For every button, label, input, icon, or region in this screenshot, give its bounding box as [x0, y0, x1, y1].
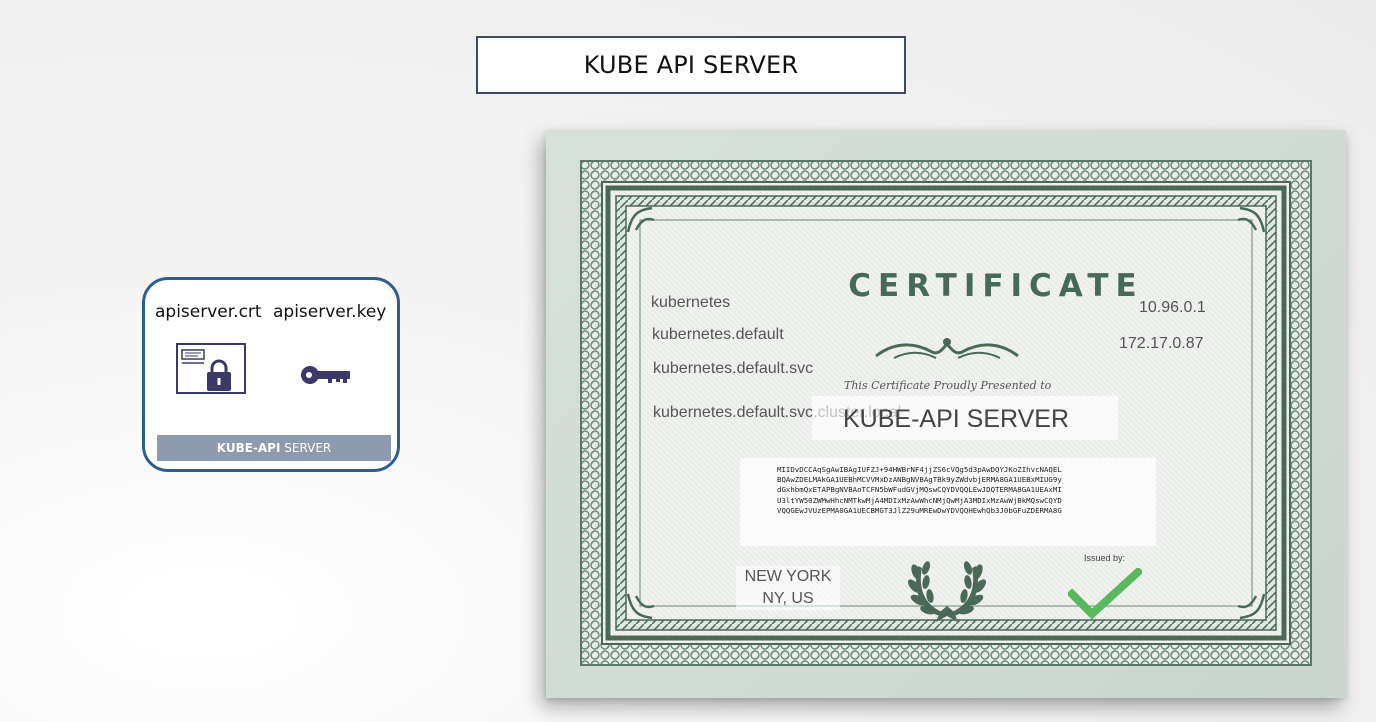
location-block: NEW YORK NY, US — [736, 566, 840, 610]
certificate-heading: CERTIFICATE — [848, 268, 1144, 304]
laurel-wreath-icon — [908, 561, 986, 622]
apiserver-files-card: apiserver.crt apiserver.key KUBE-API SER… — [142, 277, 400, 472]
pem-block: MIIDvDCCAqSgAwIBAgIUFZJ+94HWBrNF4jjZS6cV… — [740, 458, 1156, 546]
dns-name-3: kubernetes.default.svc — [653, 360, 814, 377]
issued-by-label: Issued by: — [1084, 553, 1126, 563]
key-icon — [301, 366, 350, 384]
ip-address-2: 172.17.0.87 — [1119, 335, 1204, 352]
diagram-title: KUBE API SERVER — [476, 36, 906, 94]
location-region: NY, US — [762, 590, 814, 607]
ornamental-border — [580, 160, 1312, 666]
pem-line-1: MIIDvDCCAqSgAwIBAgIUFZJ+94HWBrNF4jjZS6cV… — [777, 465, 1062, 474]
ip-address-1: 10.96.0.1 — [1139, 299, 1206, 316]
location-city: NEW YORK — [744, 568, 832, 585]
footer-rest-text: SERVER — [280, 441, 332, 455]
pem-line-3: dGxhbmQxETAPBgNVBAoTCFN5bWFudGVjMQswCQYD… — [777, 485, 1062, 495]
checkmark-icon — [1068, 568, 1142, 620]
certificate-subject: KUBE-API SERVER — [843, 405, 1070, 433]
flourish-ornament-icon — [875, 338, 1019, 359]
certificate: CERTIFICATE kubernetes kubernetes.defaul… — [546, 130, 1346, 698]
presented-to-text: This Certificate Proudly Presented to — [844, 379, 1052, 392]
dns-name-1: kubernetes — [651, 294, 731, 311]
apiserver-key-label: apiserver.key — [273, 302, 387, 322]
footer-bold-text: KUBE-API — [216, 441, 281, 455]
pem-line-5: VQQGEwJVUzEPMA0GA1UECBMGT3JlZ29uMREwDwYD… — [777, 505, 1062, 515]
certificate-body: CERTIFICATE kubernetes kubernetes.defaul… — [580, 160, 1312, 666]
certificate-lock-icon — [176, 343, 246, 394]
card-footer-label: KUBE-API SERVER — [157, 435, 391, 461]
subject-band — [812, 396, 1118, 440]
pem-line-4: U3ltYW50ZWMwHhcNMTkwMjA4MDIxMzAwWhcNMjQw… — [777, 495, 1062, 505]
apiserver-crt-label: apiserver.crt — [155, 302, 262, 322]
dns-name-2: kubernetes.default — [652, 326, 784, 343]
pem-line-2: BQAwZDELMAkGA1UEBhMCVVMxDzANBgNVBAgTBk9y… — [777, 475, 1062, 485]
